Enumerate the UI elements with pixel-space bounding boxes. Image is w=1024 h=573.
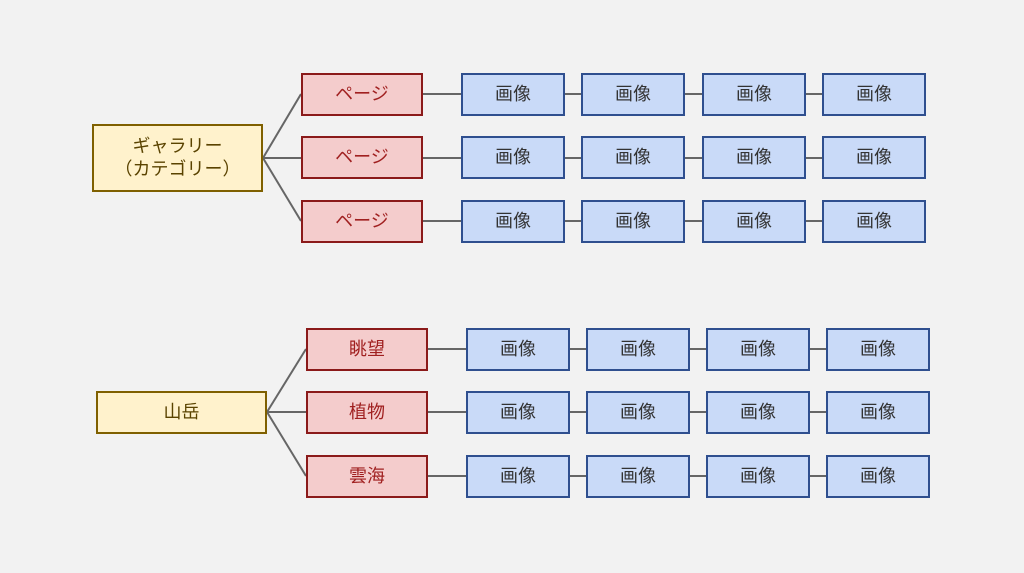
image-node: 画像 [461,136,565,179]
connector-line [262,93,302,159]
image-node: 画像 [586,455,690,498]
image-node: 画像 [581,73,685,116]
root-node-gallery: ギャラリー （カテゴリー） [92,124,263,192]
image-node: 画像 [706,391,810,434]
connector-line [262,157,302,222]
image-node: 画像 [586,391,690,434]
image-node: 画像 [826,391,930,434]
connector-line [266,348,307,413]
image-node: 画像 [466,328,570,371]
branch-node: 雲海 [306,455,428,498]
image-node: 画像 [586,328,690,371]
branch-node: ページ [301,136,423,179]
branch-node: ページ [301,73,423,116]
image-node: 画像 [466,455,570,498]
image-node: 画像 [706,328,810,371]
image-node: 画像 [702,200,806,243]
image-node: 画像 [822,200,926,243]
image-node: 画像 [822,136,926,179]
root-node-mountain: 山岳 [96,391,267,434]
image-node: 画像 [702,73,806,116]
image-node: 画像 [581,200,685,243]
image-node: 画像 [466,391,570,434]
branch-node: 眺望 [306,328,428,371]
image-node: 画像 [702,136,806,179]
image-node: 画像 [461,73,565,116]
image-node: 画像 [826,328,930,371]
image-node: 画像 [822,73,926,116]
image-node: 画像 [706,455,810,498]
image-node: 画像 [581,136,685,179]
image-node: 画像 [826,455,930,498]
image-node: 画像 [461,200,565,243]
connector-line [266,411,307,477]
branch-node: ページ [301,200,423,243]
branch-node: 植物 [306,391,428,434]
